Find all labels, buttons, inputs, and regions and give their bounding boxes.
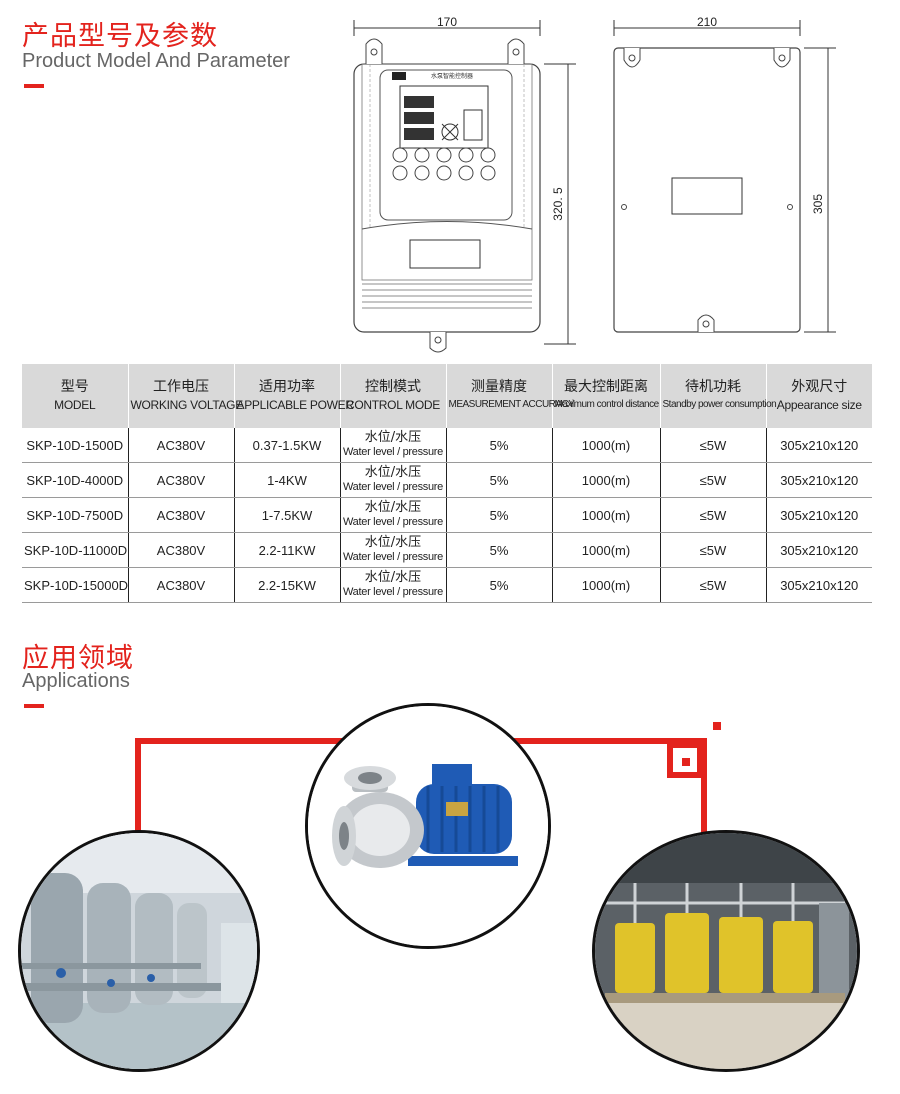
frame-accent-dot xyxy=(713,722,721,730)
cell-standby: ≤5W xyxy=(660,567,767,603)
title-underline xyxy=(24,704,44,708)
side-height-dim: 305 xyxy=(811,194,825,214)
pump-image xyxy=(305,703,551,949)
cell-distance: 1000(m) xyxy=(552,497,661,533)
title-underline xyxy=(24,84,44,88)
section-title-applications-en: Applications xyxy=(22,670,130,692)
cell-model: SKP-10D-15000D xyxy=(22,567,129,603)
cell-power: 2.2-15KW xyxy=(234,567,341,603)
dosing-system-image xyxy=(592,830,860,1072)
cell-power: 0.37-1.5KW xyxy=(234,428,341,463)
cell-model: SKP-10D-4000D xyxy=(22,462,129,498)
cell-distance: 1000(m) xyxy=(552,532,661,568)
front-view-drawing: 170 水泵智能控制器 320. 5 xyxy=(353,15,576,353)
cell-accuracy: 5% xyxy=(446,567,553,603)
cell-accuracy: 5% xyxy=(446,462,553,498)
front-height-dim: 320. 5 xyxy=(551,187,565,221)
cell-size: 305x210x120 xyxy=(766,567,872,603)
cell-standby: ≤5W xyxy=(660,532,767,568)
cell-size: 305x210x120 xyxy=(766,532,872,568)
cell-size: 305x210x120 xyxy=(766,462,872,498)
cell-standby: ≤5W xyxy=(660,462,767,498)
cell-voltage: AC380V xyxy=(128,497,235,533)
frame-corner-box xyxy=(667,742,703,778)
side-width-dim: 210 xyxy=(697,15,717,29)
cell-power: 1-4KW xyxy=(234,462,341,498)
cell-distance: 1000(m) xyxy=(552,567,661,603)
cell-model: SKP-10D-7500D xyxy=(22,497,129,533)
cell-standby: ≤5W xyxy=(660,497,767,533)
cell-voltage: AC380V xyxy=(128,462,235,498)
cell-accuracy: 5% xyxy=(446,428,553,463)
panel-label: 水泵智能控制器 xyxy=(431,72,473,80)
cell-power: 1-7.5KW xyxy=(234,497,341,533)
cell-model: SKP-10D-11000D xyxy=(22,532,129,568)
cell-voltage: AC380V xyxy=(128,567,235,603)
water-treatment-image xyxy=(18,830,260,1072)
section-title-product-en: Product Model And Parameter xyxy=(22,50,290,72)
cell-accuracy: 5% xyxy=(446,532,553,568)
cell-distance: 1000(m) xyxy=(552,462,661,498)
cell-voltage: AC380V xyxy=(128,428,235,463)
section-title-product-cn: 产品型号及参数 xyxy=(22,21,218,52)
frame-left xyxy=(135,738,141,852)
section-title-applications-cn: 应用领域 xyxy=(22,643,134,674)
cell-size: 305x210x120 xyxy=(766,497,872,533)
cell-model: SKP-10D-1500D xyxy=(22,428,129,463)
cell-distance: 1000(m) xyxy=(552,428,661,463)
cell-voltage: AC380V xyxy=(128,532,235,568)
back-view-drawing: 210 305 xyxy=(613,15,836,333)
frame-corner-dot xyxy=(682,758,690,766)
front-width-dim: 170 xyxy=(437,15,457,29)
cell-standby: ≤5W xyxy=(660,428,767,463)
cell-accuracy: 5% xyxy=(446,497,553,533)
cell-power: 2.2-11KW xyxy=(234,532,341,568)
frame-right xyxy=(701,738,707,848)
cell-size: 305x210x120 xyxy=(766,428,872,463)
